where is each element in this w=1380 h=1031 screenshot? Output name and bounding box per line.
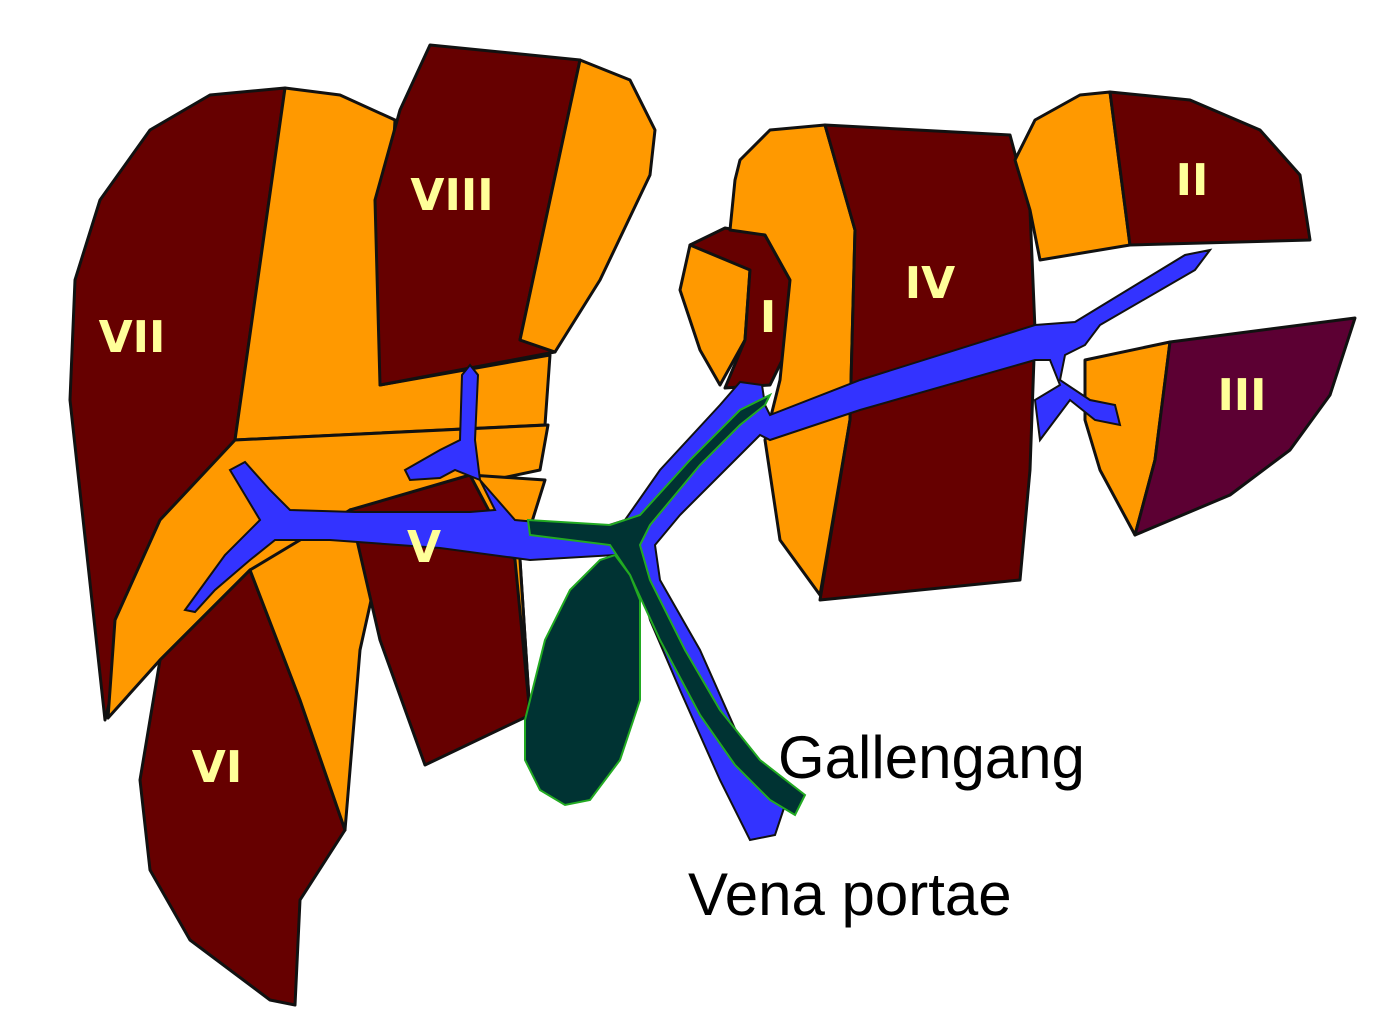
segment-label-ii: II [1176, 155, 1209, 206]
segment-label-iii: III [1217, 370, 1266, 421]
segment-label-v: V [407, 522, 441, 573]
segment-ii [1013, 90, 1312, 262]
gallengang-label: Gallengang [778, 724, 1085, 791]
segment-iii [1083, 316, 1357, 537]
vena-portae-vessels [183, 248, 1213, 842]
segment-label-vii: VII [99, 312, 166, 363]
segment-vi [106, 423, 550, 1007]
segment-viii [373, 43, 657, 387]
vena-portae-label: Vena portae [688, 861, 1012, 928]
segment-label-iv: IV [905, 258, 955, 309]
bile-duct [524, 392, 807, 817]
segment-label-viii: VIII [410, 170, 493, 221]
segment-label-i: I [760, 292, 776, 343]
segment-label-vi: VI [192, 742, 242, 793]
